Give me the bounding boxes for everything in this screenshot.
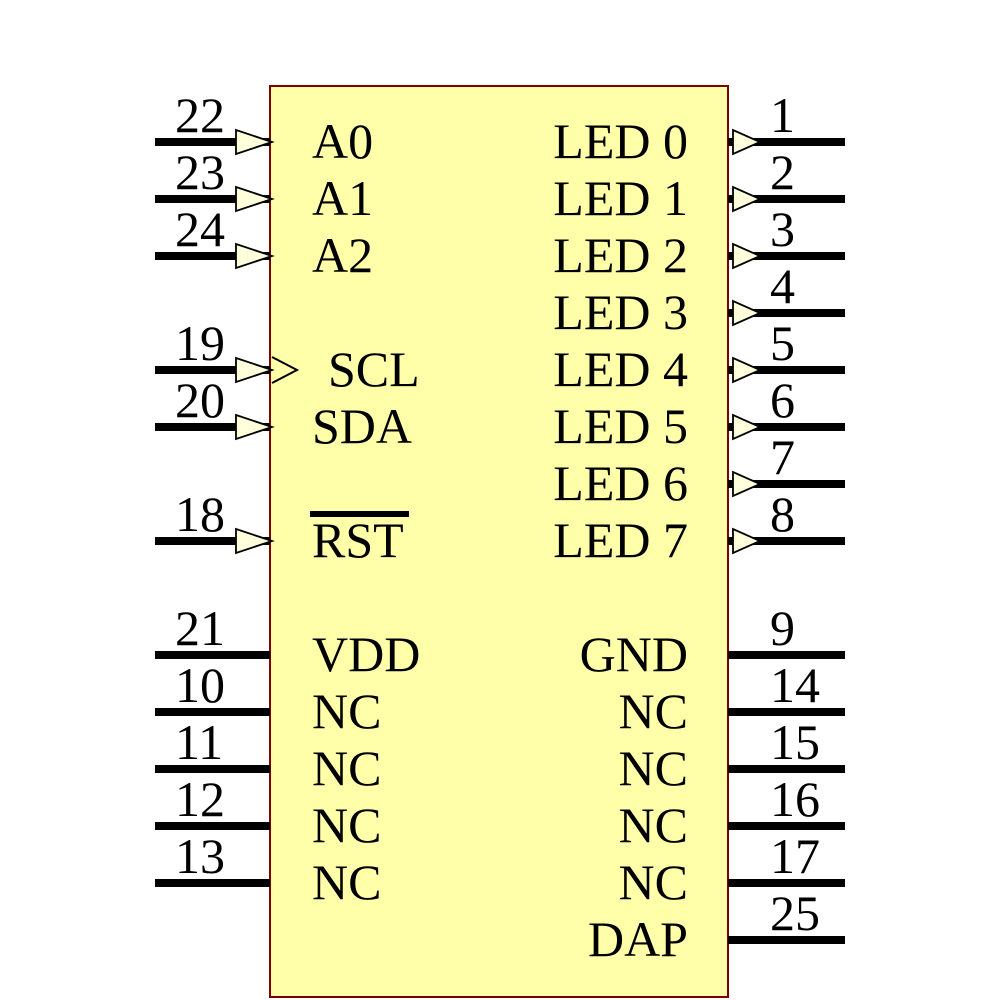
output-arrow-icon bbox=[732, 128, 763, 156]
output-arrow-icon bbox=[732, 470, 763, 498]
input-arrow-icon bbox=[235, 356, 275, 384]
pin-label: LED 4 bbox=[553, 341, 688, 397]
pin-label: LED 3 bbox=[553, 284, 688, 340]
pin-6-led5: 6 LED 5 bbox=[553, 372, 845, 454]
pin-15-nc: 15 NC bbox=[619, 714, 845, 796]
pin-label: NC bbox=[312, 740, 381, 796]
pin-5-led4: 5 LED 4 bbox=[553, 315, 845, 397]
pin-number: 6 bbox=[770, 372, 795, 428]
pin-label: NC bbox=[619, 740, 688, 796]
pin-label: NC bbox=[619, 797, 688, 853]
pin-number: 23 bbox=[175, 144, 225, 200]
pin-21-vdd: 21 VDD bbox=[155, 600, 420, 682]
pin-18-rst: 18 RST bbox=[155, 486, 409, 568]
pin-19-scl: 19 SCL bbox=[155, 315, 420, 397]
pin-label: LED 6 bbox=[553, 455, 688, 511]
pin-number: 5 bbox=[770, 315, 795, 371]
pin-number: 16 bbox=[770, 771, 820, 827]
pin-number: 20 bbox=[175, 372, 225, 428]
input-arrow-icon bbox=[235, 413, 275, 441]
pin-number: 10 bbox=[175, 657, 225, 713]
pin-label: RST bbox=[312, 512, 404, 568]
pin-number: 19 bbox=[175, 315, 225, 371]
clock-marker-icon bbox=[271, 356, 300, 384]
pin-number: 8 bbox=[770, 486, 795, 542]
pin-number: 13 bbox=[175, 828, 225, 884]
output-arrow-icon bbox=[732, 527, 763, 555]
pin-label: A1 bbox=[312, 170, 373, 226]
pin-number: 22 bbox=[175, 87, 225, 143]
pin-13-nc: 13 NC bbox=[155, 828, 381, 910]
pin-label: A0 bbox=[312, 113, 373, 169]
pin-number: 4 bbox=[770, 258, 795, 314]
pin-17-nc: 17 NC bbox=[619, 828, 845, 910]
pin-number: 11 bbox=[175, 714, 223, 770]
input-arrow-icon bbox=[235, 527, 275, 555]
pin-label: GND bbox=[580, 626, 688, 682]
pin-label: LED 2 bbox=[553, 227, 688, 283]
output-arrow-icon bbox=[732, 299, 763, 327]
pin-number: 24 bbox=[175, 201, 225, 257]
pin-number: 18 bbox=[175, 486, 225, 542]
pin-number: 17 bbox=[770, 828, 820, 884]
pin-25-dap: 25 DAP bbox=[588, 885, 845, 967]
pin-label: NC bbox=[619, 854, 688, 910]
input-arrow-icon bbox=[235, 128, 275, 156]
pin-22-a0: 22 A0 bbox=[155, 87, 373, 169]
pin-label: NC bbox=[312, 683, 381, 739]
output-arrow-icon bbox=[732, 356, 763, 384]
pin-16-nc: 16 NC bbox=[619, 771, 845, 853]
pin-label: SDA bbox=[312, 398, 412, 454]
pin-label: NC bbox=[312, 854, 381, 910]
pin-label: DAP bbox=[588, 911, 688, 967]
pin-label: NC bbox=[312, 797, 381, 853]
pin-23-a1: 23 A1 bbox=[155, 144, 373, 226]
pin-14-nc: 14 NC bbox=[619, 657, 845, 739]
pin-4-led3: 4 LED 3 bbox=[553, 258, 845, 340]
pin-number: 7 bbox=[770, 429, 795, 485]
pin-label: A2 bbox=[312, 227, 373, 283]
pin-label: LED 7 bbox=[553, 512, 688, 568]
pin-number: 14 bbox=[770, 657, 820, 713]
output-arrow-icon bbox=[732, 242, 763, 270]
pin-2-led1: 2 LED 1 bbox=[553, 144, 845, 226]
pin-number: 21 bbox=[175, 600, 225, 656]
ic-body bbox=[269, 85, 729, 998]
pin-label: NC bbox=[619, 683, 688, 739]
pin-10-nc: 10 NC bbox=[155, 657, 381, 739]
pin-number: 1 bbox=[770, 87, 795, 143]
pin-label: VDD bbox=[312, 626, 420, 682]
pin-11-nc: 11 NC bbox=[155, 714, 381, 796]
pin-12-nc: 12 NC bbox=[155, 771, 381, 853]
pin-7-led6: 7 LED 6 bbox=[553, 429, 845, 511]
pin-number: 2 bbox=[770, 144, 795, 200]
pin-label: SCL bbox=[328, 341, 420, 397]
pin-number: 3 bbox=[770, 201, 795, 257]
output-arrow-icon bbox=[732, 413, 763, 441]
pin-3-led2: 3 LED 2 bbox=[553, 201, 845, 283]
pin-number: 9 bbox=[770, 600, 795, 656]
input-arrow-icon bbox=[235, 185, 275, 213]
pin-number: 15 bbox=[770, 714, 820, 770]
pin-label: LED 5 bbox=[553, 398, 688, 454]
pin-24-a2: 24 A2 bbox=[155, 201, 373, 283]
pin-number: 25 bbox=[770, 885, 820, 941]
pin-number: 12 bbox=[175, 771, 225, 827]
pin-20-sda: 20 SDA bbox=[155, 372, 412, 454]
pin-label: LED 1 bbox=[553, 170, 688, 226]
input-arrow-icon bbox=[235, 242, 275, 270]
output-arrow-icon bbox=[732, 185, 763, 213]
pin-label: LED 0 bbox=[553, 113, 688, 169]
pin-8-led7: 8 LED 7 bbox=[553, 486, 845, 568]
pin-1-led0: 1 LED 0 bbox=[553, 87, 845, 169]
pin-9-gnd: 9 GND bbox=[580, 600, 845, 682]
